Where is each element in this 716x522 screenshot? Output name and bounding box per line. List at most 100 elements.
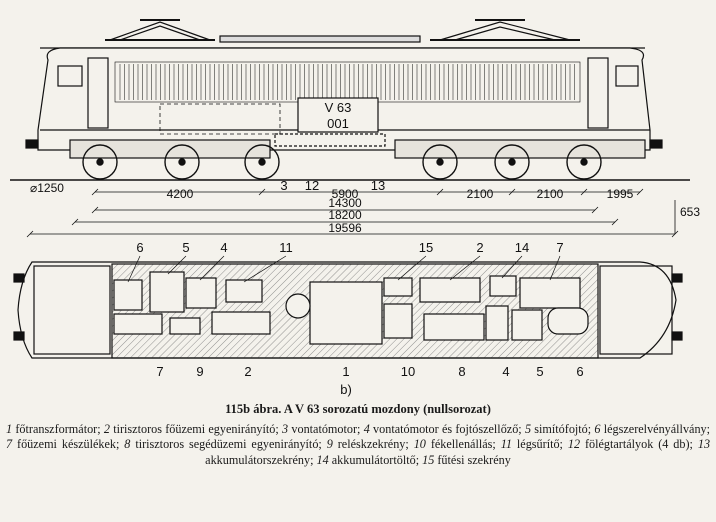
legend-text: fűtési szekrény xyxy=(437,452,511,467)
block-4-left xyxy=(185,277,217,309)
plan-label-top-1: 5 xyxy=(182,240,189,255)
legend-text: fékellenállás; xyxy=(430,437,501,452)
equipment-blocks xyxy=(113,271,589,345)
cab-window-left xyxy=(57,65,83,87)
cab-door-right xyxy=(587,57,609,129)
legend: 1 főtranszformátor; 2 tirisztoros főüzem… xyxy=(6,422,710,469)
plan-label-bottom-5: 8 xyxy=(458,364,465,379)
block-air-tank xyxy=(285,293,311,319)
legend-number: 12 xyxy=(567,437,585,452)
legend-number: 7 xyxy=(6,437,18,452)
legend-text: vontatómotor és fojtószellőző; xyxy=(373,421,525,436)
plan-label-bottom-7: 5 xyxy=(536,364,543,379)
legend-text: simítófojtó; xyxy=(534,421,595,436)
plan-label-top-6: 14 xyxy=(515,240,529,255)
block-5-right xyxy=(511,309,543,341)
cab-window-right xyxy=(615,65,639,87)
callout-13: 13 xyxy=(371,178,385,193)
dim-18200: 18200 xyxy=(328,208,362,222)
caption-title: 115b ábra. A V 63 sorozatú mozdony (null… xyxy=(6,402,710,418)
block-14 xyxy=(489,275,517,297)
block-7-left xyxy=(113,313,163,335)
legend-text: akkumulátortöltő; xyxy=(331,452,423,467)
plan-label-bottom-3: 1 xyxy=(342,364,349,379)
block-6-right xyxy=(547,307,589,335)
legend-text: főtranszformátor; xyxy=(15,421,104,436)
legend-number: 9 xyxy=(326,437,338,452)
caption-title-number: 115b ábra. xyxy=(225,402,282,416)
caption: 115b ábra. A V 63 sorozatú mozdony (null… xyxy=(6,402,710,468)
legend-text: tirisztoros főüzemi egyenirányító; xyxy=(113,421,283,436)
dim-5900: 5900 xyxy=(332,187,359,201)
subfigure-label: b) xyxy=(340,382,352,397)
plan-labels-top: 6 5 4 11 15 2 14 7 xyxy=(136,240,563,255)
plan-label-top-0: 6 xyxy=(136,240,143,255)
legend-text: reléskzekrény; xyxy=(337,437,414,452)
legend-number: 4 xyxy=(363,421,374,436)
pantograph-right xyxy=(430,19,580,41)
dimension-lines xyxy=(26,188,679,238)
dim-2100-b: 2100 xyxy=(537,187,564,201)
dim-2100-a: 2100 xyxy=(467,187,494,201)
caption-title-text: A V 63 sorozatú mozdony (nullsorozat) xyxy=(283,402,491,416)
legend-number: 5 xyxy=(524,421,535,436)
plan-labels-bottom: 7 9 2 1 10 8 4 5 6 xyxy=(156,364,583,379)
block-15 xyxy=(383,277,413,297)
legend-text: akkumulátorszekrény; xyxy=(205,452,317,467)
plan-label-top-2: 4 xyxy=(220,240,227,255)
legend-number: 10 xyxy=(413,437,431,452)
block-8 xyxy=(423,313,485,341)
legend-text: légszerelvényállvány; xyxy=(603,421,711,436)
wheels xyxy=(82,144,602,180)
callout-3: 3 xyxy=(280,178,287,193)
wheel-diameter-label: ⌀1250 xyxy=(30,181,64,195)
plan-label-bottom-8: 6 xyxy=(576,364,583,379)
legend-text: tirisztoros segédüzemi egyenirányító; xyxy=(135,437,327,452)
plan-view xyxy=(13,261,683,359)
legend-number: 2 xyxy=(103,421,114,436)
number-plate-line1: V 63 xyxy=(325,100,352,115)
block-11 xyxy=(225,279,263,303)
legend-number: 3 xyxy=(282,421,292,436)
legend-number: 11 xyxy=(500,437,517,452)
number-plate xyxy=(297,97,379,133)
block-10 xyxy=(383,303,413,339)
legend-number: 6 xyxy=(594,421,604,436)
block-6-left xyxy=(113,279,143,311)
block-4-right xyxy=(485,305,509,341)
plan-label-bottom-4: 10 xyxy=(401,364,415,379)
plan-label-top-7: 7 xyxy=(556,240,563,255)
plan-label-bottom-2: 2 xyxy=(244,364,251,379)
block-1 xyxy=(309,281,383,345)
callout-12: 12 xyxy=(305,178,319,193)
dim-14300: 14300 xyxy=(328,196,362,210)
legend-text: fölégtartályok (4 db); xyxy=(584,437,698,452)
legend-number: 13 xyxy=(697,437,711,452)
plan-label-bottom-1: 9 xyxy=(196,364,203,379)
plan-label-bottom-0: 7 xyxy=(156,364,163,379)
legend-text: légsűrítő; xyxy=(516,437,568,452)
plan-label-top-3: 11 xyxy=(279,240,293,255)
pantograph-left xyxy=(105,19,215,41)
legend-number: 15 xyxy=(422,452,438,467)
cab-door-left xyxy=(87,57,109,129)
side-view: V 63 001 xyxy=(10,19,690,181)
block-7-right xyxy=(519,277,581,309)
plan-label-top-4: 15 xyxy=(419,240,433,255)
legend-text: főüzemi készülékek; xyxy=(17,437,125,452)
number-plate-line2: 001 xyxy=(327,116,349,131)
dim-19596: 19596 xyxy=(328,221,362,235)
block-2-left xyxy=(211,311,271,335)
block-2-right xyxy=(419,277,481,303)
legend-number: 1 xyxy=(6,421,16,436)
legend-text: vontatómotor; xyxy=(291,421,364,436)
plan-label-bottom-6: 4 xyxy=(502,364,509,379)
block-9 xyxy=(169,317,201,335)
legend-number: 8 xyxy=(124,437,136,452)
dim-653: 653 xyxy=(680,205,700,219)
dim-4200: 4200 xyxy=(167,187,194,201)
dim-1995: 1995 xyxy=(607,187,634,201)
block-5-left xyxy=(149,271,185,313)
plan-label-top-5: 2 xyxy=(476,240,483,255)
dimension-texts: ⌀1250 4200 5900 2100 2100 1995 14300 182… xyxy=(30,178,700,235)
